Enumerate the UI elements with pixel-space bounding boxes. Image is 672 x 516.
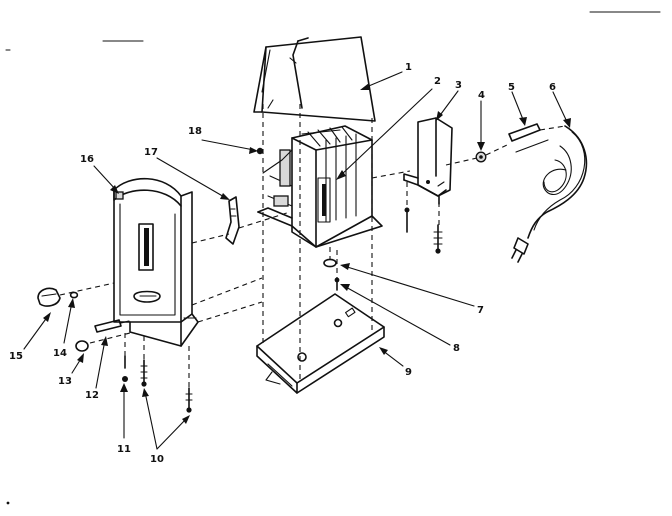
callout-15: 15 bbox=[9, 351, 23, 362]
part-2-chassis bbox=[257, 125, 383, 248]
part-14-washer bbox=[69, 291, 79, 299]
stray-mark-bottom bbox=[6, 501, 10, 505]
callout-7: 7 bbox=[477, 305, 484, 316]
part-17-lever bbox=[225, 196, 240, 245]
part-16-front-panel bbox=[113, 177, 199, 347]
part-12-pin bbox=[94, 319, 130, 333]
part-11-screw bbox=[122, 355, 128, 382]
callout-14: 14 bbox=[53, 348, 67, 359]
leader-lines bbox=[23, 71, 571, 450]
part-1-outer-shell bbox=[253, 36, 376, 122]
callout-3: 3 bbox=[455, 80, 462, 91]
assembly-lines bbox=[59, 104, 566, 388]
part-7-cap bbox=[323, 258, 337, 268]
part-5-strain-relief bbox=[508, 123, 549, 153]
callout-5: 5 bbox=[508, 82, 515, 93]
callout-12: 12 bbox=[85, 390, 99, 401]
callout-8: 8 bbox=[453, 343, 460, 354]
part-4-bushing bbox=[475, 151, 487, 163]
callout-labels: 1 2 3 4 5 6 7 8 9 10 11 12 13 14 15 16 1… bbox=[9, 62, 556, 465]
part-3-rear-bracket bbox=[403, 117, 453, 205]
part-6-power-cord bbox=[511, 125, 588, 263]
callout-9: 9 bbox=[405, 367, 412, 378]
part-9-base-plate bbox=[256, 293, 385, 394]
callout-16: 16 bbox=[80, 154, 94, 165]
callout-2: 2 bbox=[434, 76, 441, 87]
callout-11: 11 bbox=[117, 444, 131, 455]
callout-13: 13 bbox=[58, 376, 72, 387]
callout-1: 1 bbox=[405, 62, 412, 73]
part-18-clip bbox=[256, 147, 264, 155]
callout-6: 6 bbox=[549, 82, 556, 93]
part-15-knob bbox=[37, 287, 61, 307]
callout-18: 18 bbox=[188, 126, 202, 137]
part-13-bushing bbox=[75, 340, 89, 352]
callout-17: 17 bbox=[144, 147, 158, 158]
callout-4: 4 bbox=[478, 90, 485, 101]
part-10-screws bbox=[140, 359, 193, 413]
callout-10: 10 bbox=[150, 454, 164, 465]
rear-bracket-screws bbox=[404, 207, 443, 254]
